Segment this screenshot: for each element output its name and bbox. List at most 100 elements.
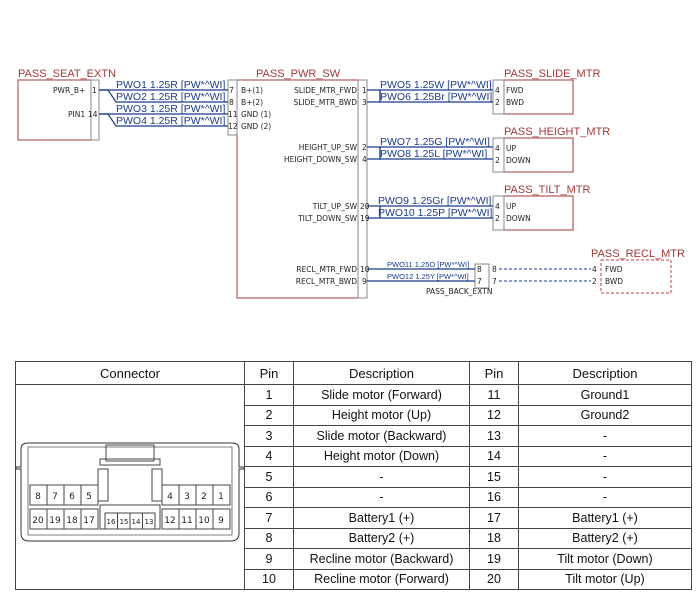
desc-cell: - [518,486,692,508]
desc-cell: Slide motor (Backward) [293,425,470,447]
recl-mtr-box [600,259,672,294]
pwr-sw-pin-1-num: 1 [362,86,367,95]
pwr-sw-recl-fwd-label: RECL_MTR_FWD [296,265,357,274]
pwr-sw-left-strip [227,79,238,136]
desc-cell: - [518,466,692,488]
connector-top-left-row: 8 7 6 5 [29,484,99,506]
desc-cell: Tilt motor (Up) [518,568,692,590]
wire-label-pwo4: PWO4 1.25R [PW*^WI] [116,115,225,127]
seat-extn-pin-1: 1 [92,86,97,95]
connector-housing [16,442,244,542]
pwr-sw-tilt-up-label: TILT_UP_SW [312,202,358,211]
table-row: 8 Battery2 (+) 18 Battery2 (+) [16,527,692,549]
header-desc-a: Description [293,361,470,385]
desc-cell: Slide motor (Forward) [293,384,470,406]
conn-pin-4: 4 [167,492,173,502]
desc-cell: - [293,466,470,488]
back-extn-pin-7-out: 7 [492,277,497,286]
tilt-mtr-pin-2: 2 [495,214,500,223]
desc-cell: Battery1 (+) [293,507,470,529]
back-extn-pin-7: 7 [477,277,482,286]
right-wires: PWO5 1.25W [PW*^WI] PWO6 1.25Br [PW*^WI]… [367,79,591,282]
pwr-sw-right-strip [357,79,368,299]
pwr-sw-pin-20-num: 20 [360,202,370,211]
table-row: 3 Slide motor (Backward) 13 - [16,425,692,447]
connector-inner [27,446,233,536]
pwr-sw-pin-3-num: 3 [362,98,367,107]
recl-mtr-pin-2: 2 [592,277,597,286]
table-row: 2 Height motor (Up) 12 Ground2 [16,404,692,426]
desc-cell: Battery2 (+) [518,527,692,549]
connector-bottom-left-row: 20 19 18 17 [29,508,99,530]
pin-cell: 4 [244,445,294,467]
conn-pin-15: 15 [120,518,129,526]
pwr-sw-title: PASS_PWR_SW [256,68,341,80]
pwr-sw-pin-11-num: 11 [228,110,238,119]
pin-cell: 3 [244,425,294,447]
seat-extn-pin-14: 14 [88,110,98,119]
tilt-mtr-pin-4: 4 [495,202,500,211]
pin-cell: 1 [244,384,294,406]
tilt-mtr-up-label: UP [506,202,516,211]
conn-pin-3: 3 [184,492,190,502]
left-wires: PWO1 1.25R [PW*^WI] PWO2 1.25R [PW*^WI] … [99,79,228,127]
slide-mtr-strip [492,79,505,115]
pin-cell: 18 [469,527,519,549]
conn-pin-14: 14 [132,518,141,526]
pwr-sw-pin-2-num: 2 [362,143,367,152]
desc-cell: - [518,425,692,447]
pin-cell: 9 [244,548,294,570]
desc-cell: Ground1 [518,384,692,406]
pwr-sw-tilt-down-label: TILT_DOWN_SW [297,214,357,223]
pin-cell: 6 [244,486,294,508]
pwr-sw-pin-11-label: GND (1) [241,110,271,119]
wire-label-pwo2: PWO2 1.25R [PW*^WI] [116,91,225,103]
header-pin-b: Pin [469,361,519,385]
height-mtr-pin-2: 2 [495,156,500,165]
pin-cell: 10 [244,568,294,590]
pin-cell: 14 [469,445,519,467]
height-mtr-title: PASS_HEIGHT_MTR [504,126,610,138]
wire-label-pwo9: PWO9 1.25Gr [PW*^WI] [378,195,492,207]
pwr-sw-right-pins: SLIDE_MTR_FWD 1 SLIDE_MTR_BWD 3 HEIGHT_U… [284,86,370,286]
connector-top-right-row: 4 3 2 1 [161,484,231,506]
pin-table-header: Connector Pin Description Pin Descriptio… [15,361,692,385]
slide-mtr-title: PASS_SLIDE_MTR [504,68,600,80]
height-mtr-strip [492,137,505,173]
conn-pin-13: 13 [145,518,154,526]
pin-cell: 13 [469,425,519,447]
pwr-sw-slide-bwd-label: SLIDE_MTR_BWD [294,98,358,107]
pwr-sw-height-up-label: HEIGHT_UP_SW [299,143,358,152]
pin-table: Connector Pin Description Pin Descriptio… [15,361,692,590]
pwr-sw-pin-7-num: 7 [229,86,234,95]
slide-mtr-pin-2: 2 [495,98,500,107]
pin-cell: 19 [469,548,519,570]
pin-cell: 5 [244,466,294,488]
desc-cell: - [293,486,470,508]
pin-cell: 2 [244,404,294,426]
recl-mtr-bwd-label: BWD [605,277,623,286]
conn-pin-5: 5 [86,492,92,502]
table-row: 7 Battery1 (+) 17 Battery1 (+) [16,507,692,529]
pwr-sw-pin-7-label: B+(1) [241,86,263,95]
pin-cell: 17 [469,507,519,529]
conn-pin-16: 16 [107,518,116,526]
conn-pin-7: 7 [52,492,58,502]
wire-pwo4 [99,113,228,127]
wire-pwo10-path [367,205,493,219]
height-mtr-pin-4: 4 [495,144,500,153]
slide-mtr-bwd-label: BWD [506,98,524,107]
pwr-sw-pin-10-num: 10 [360,265,370,274]
pwr-sw-slide-fwd-label: SLIDE_MTR_FWD [294,86,357,95]
recl-mtr-fwd-label: FWD [605,265,623,274]
conn-pin-2: 2 [201,492,207,502]
conn-pin-20: 20 [32,516,44,526]
pwr-sw-pin-19-num: 19 [360,214,370,223]
wire-label-pwo6: PWO6 1.25Br [PW*^WI] [380,91,492,103]
height-mtr-down-label: DOWN [506,156,531,165]
pwr-sw-pin-9-num: 9 [362,277,367,286]
desc-cell: Tilt motor (Down) [518,548,692,570]
pwr-sw-pin-4-num: 4 [362,155,367,164]
pwr-sw-pin-12-label: GND (2) [241,122,271,131]
desc-cell: Battery2 (+) [293,527,470,549]
